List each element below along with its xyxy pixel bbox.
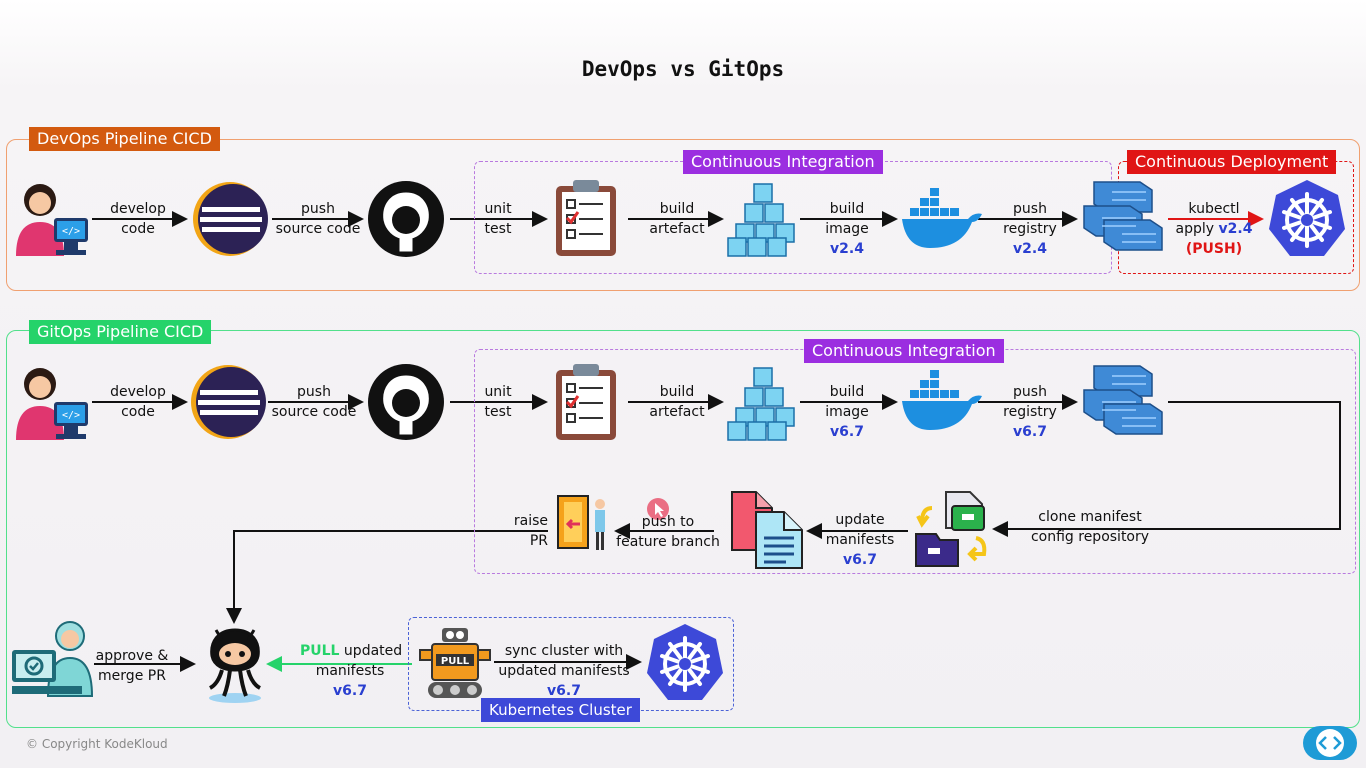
container-registry-icon bbox=[1083, 365, 1163, 435]
eclipse-icon bbox=[191, 365, 266, 439]
push-tag: (PUSH) bbox=[1185, 241, 1243, 257]
gitops-tag: GitOps Pipeline CICD bbox=[29, 320, 212, 344]
eclipse-icon bbox=[193, 182, 268, 256]
arrow-gitops-clone bbox=[992, 401, 1341, 537]
gitops-panel bbox=[6, 330, 1360, 728]
cubes-icon bbox=[727, 367, 795, 441]
sync-version: v6.7 bbox=[547, 683, 581, 699]
devops-kubectl-label: kubectl apply v2.4 (PUSH) bbox=[1170, 199, 1258, 259]
github-icon bbox=[368, 364, 444, 440]
arrow-gitops-raise-pr bbox=[226, 530, 548, 624]
gitops-ci-label: Continuous Integration bbox=[804, 339, 1004, 363]
svg-text:</>: </> bbox=[62, 410, 80, 421]
devops-registry-version: v2.4 bbox=[1013, 241, 1047, 257]
cursor-highlight-icon bbox=[647, 498, 669, 520]
clipboard-checklist-icon bbox=[556, 180, 616, 256]
clipboard-checklist-icon bbox=[556, 364, 616, 440]
code-chat-button[interactable] bbox=[1303, 726, 1357, 760]
update-version: v6.7 bbox=[843, 552, 877, 568]
kubernetes-icon bbox=[1269, 180, 1345, 256]
pull-version: v6.7 bbox=[333, 683, 367, 699]
pull-request-door-icon bbox=[557, 495, 605, 550]
sync-folders-icon bbox=[915, 491, 987, 567]
copyright: © Copyright KodeKloud bbox=[26, 737, 168, 751]
developer-icon: </> bbox=[16, 184, 88, 256]
devops-image-version: v2.4 bbox=[830, 241, 864, 257]
github-icon bbox=[368, 181, 444, 257]
pull-updated-label: PULL updated manifests v6.7 bbox=[300, 643, 403, 699]
octocat-icon bbox=[208, 628, 262, 703]
page-title: DevOps vs GitOps bbox=[581, 57, 785, 81]
approve-merge-label: approve &merge PR bbox=[95, 648, 169, 684]
svg-text:</>: </> bbox=[62, 226, 80, 237]
devops-kubectl-version: v2.4 bbox=[1218, 221, 1253, 237]
container-registry-icon bbox=[1083, 181, 1163, 251]
devops-cd-label: Continuous Deployment bbox=[1127, 150, 1337, 174]
reviewer-icon bbox=[12, 621, 94, 697]
kubernetes-icon bbox=[647, 624, 723, 700]
docker-icon bbox=[902, 370, 982, 430]
gitops-registry-version: v6.7 bbox=[1013, 424, 1047, 440]
devops-ci-label: Continuous Integration bbox=[683, 150, 883, 174]
devops-panel bbox=[6, 139, 1360, 291]
cubes-icon bbox=[727, 183, 795, 257]
docker-icon bbox=[902, 188, 982, 248]
code-chat-icon bbox=[1316, 729, 1344, 757]
devops-tag: DevOps Pipeline CICD bbox=[29, 127, 220, 151]
developer-icon: </> bbox=[16, 368, 88, 440]
manifest-files-icon bbox=[731, 491, 803, 569]
robot-pull-text: PULL bbox=[441, 656, 470, 667]
pull-robot-icon: PULL bbox=[419, 628, 491, 698]
k8s-cluster-label: Kubernetes Cluster bbox=[481, 698, 640, 722]
gitops-image-version: v6.7 bbox=[830, 424, 864, 440]
